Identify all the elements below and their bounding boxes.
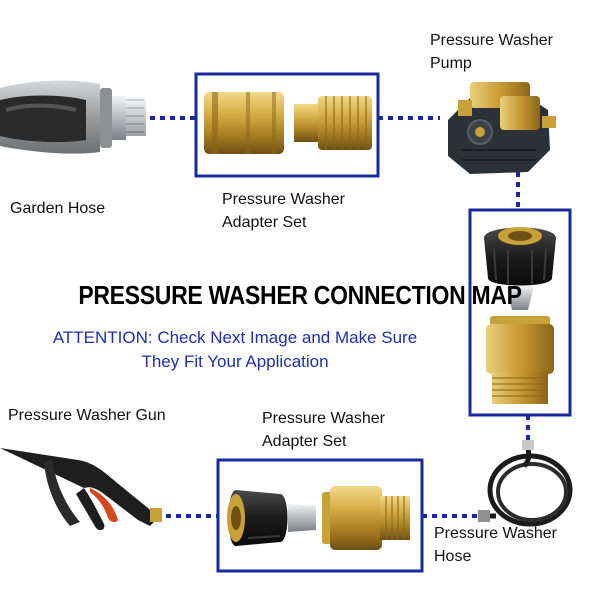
pressure-washer-gun-image — [0, 448, 162, 531]
adapter-set-bottom-frame — [216, 458, 424, 573]
attention-line2: They Fit Your Application — [141, 352, 329, 371]
hose-label-line2: Hose — [434, 548, 472, 565]
pressure-washer-pump-image — [448, 82, 556, 174]
garden-hose-label: Garden Hose — [10, 200, 106, 217]
pump-label-line2: Pump — [430, 55, 472, 72]
adapter-set-top-label-line2: Adapter Set — [222, 214, 307, 231]
adapter-set-right-frame — [468, 208, 572, 417]
hose-label-line1: Pressure Washer — [434, 525, 557, 542]
garden-hose-image — [0, 80, 146, 154]
adapter-set-right-image — [484, 227, 556, 404]
attention-line1: ATTENTION: Check Next Image and Make Sur… — [52, 328, 418, 347]
page-title: PRESSURE WASHER CONNECTION MAP — [78, 280, 522, 310]
adapter-set-bottom-label-line1: Pressure Washer — [262, 410, 385, 427]
connector-lines — [150, 116, 530, 518]
adapter-set-bottom-image — [227, 486, 410, 550]
adapter-set-top-label-line1: Pressure Washer — [222, 191, 345, 208]
adapter-set-bottom-label-line2: Adapter Set — [262, 433, 347, 450]
pressure-washer-hose-image — [478, 440, 573, 527]
adapter-set-top-image — [204, 92, 372, 154]
gun-label: Pressure Washer Gun — [8, 407, 166, 424]
adapter-set-top-frame — [194, 72, 380, 178]
pump-label-line1: Pressure Washer — [430, 32, 553, 49]
